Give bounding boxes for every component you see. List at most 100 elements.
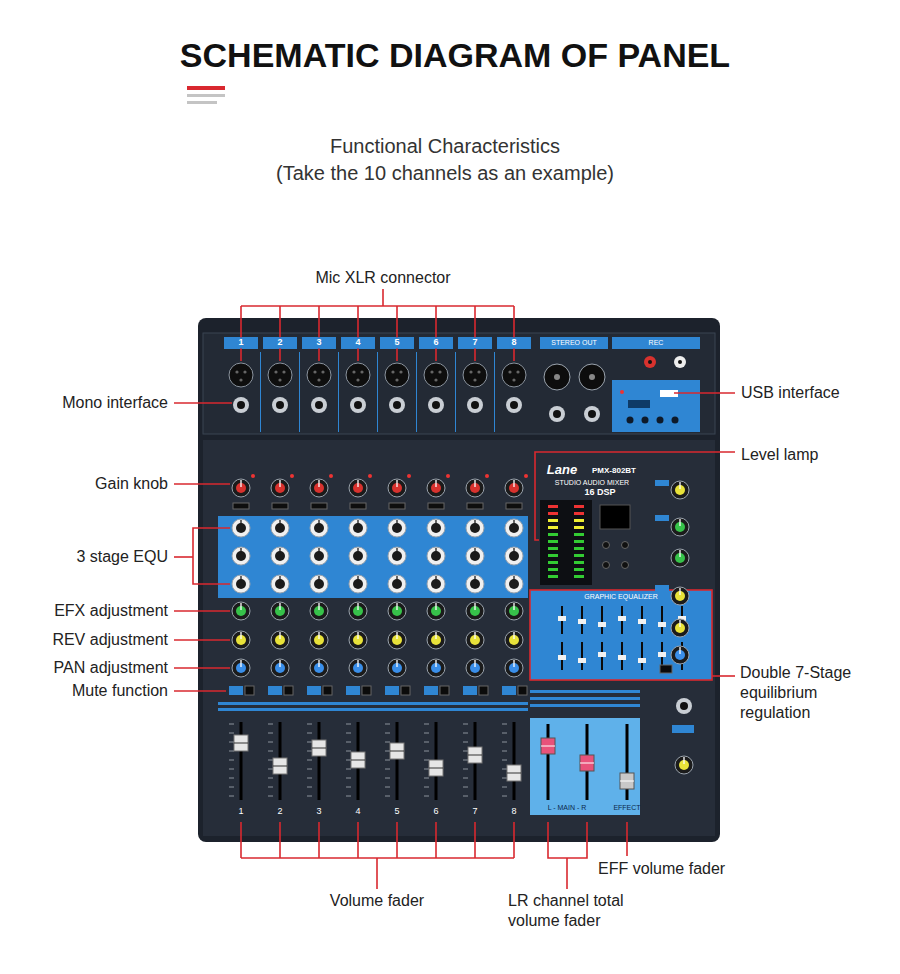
xlr-pin [282,370,285,373]
peak-led [524,474,528,478]
knob-body [427,519,445,537]
xlr-pin [430,370,433,373]
leader-line [174,690,226,692]
knob-pointer [318,548,319,555]
pfl-button [424,686,438,695]
fader-scale [385,724,390,725]
pfl-button [463,686,477,695]
channel-divider [416,352,417,432]
knob-body [232,547,250,565]
eq-slider-cap [658,622,666,627]
fader-scale [346,724,351,725]
callout-label: Mono interface [62,393,168,413]
xlr-pin [239,378,242,381]
channel-number: 4 [355,806,360,817]
callout-label: PAN adjustment [54,658,168,678]
channel-number: 7 [470,337,479,348]
knob-pointer [679,519,680,526]
brand-logo: Lane [547,462,577,478]
panel-label: 16 DSP [584,487,615,498]
mute-button [362,686,371,695]
knob-pointer [318,632,319,639]
fader-scale [307,751,312,752]
pfl-button [346,686,360,695]
knob-pointer [279,660,280,667]
leader-line [396,822,398,858]
knob-body [232,659,250,677]
knob-pointer [435,632,436,639]
knob-body [466,575,484,593]
channel-divider [260,352,261,432]
fader-scale [268,742,273,743]
eq-slider-cap [578,658,586,663]
knob-pointer [396,548,397,555]
peak-led [407,474,411,478]
fader-cap-line [429,768,443,769]
knob-body [310,547,328,565]
line-jack-hole [237,401,245,409]
knob-body [505,519,523,537]
knob-pointer [474,520,475,527]
fader-scale [385,760,390,761]
knob-pointer [474,480,475,487]
channel-tab [380,337,414,349]
usb-led [620,390,624,394]
knob-pointer [318,603,319,610]
knob-body [466,547,484,565]
fx-pfl-button [660,665,672,673]
xlr-pin [274,370,277,373]
knob-body [349,547,367,565]
knob-pointer [513,480,514,487]
channel-divider [494,352,495,432]
xlr-socket [502,363,526,387]
rca-jack [644,356,656,368]
fader-scale [346,769,351,770]
knob-pointer [513,632,514,639]
knob-body [675,756,693,774]
pfl-button [502,686,516,695]
knob-pointer [357,520,358,527]
xlr-socket [307,363,331,387]
channel-number: 2 [275,337,284,348]
xlr-pin [313,370,316,373]
knob-body [466,659,484,677]
fader-cap [390,743,404,759]
eq-slider-slot [601,606,603,634]
pad-button [233,503,249,509]
knob-pointer [513,520,514,527]
fader-scale [385,787,390,788]
xlr-socket [424,363,448,387]
usb-display [628,400,650,408]
knob-body [388,519,406,537]
fader-scale [268,787,273,788]
channel-number: 1 [238,806,243,817]
channel-number: 1 [236,337,245,348]
master-fader-cap [580,755,594,771]
leader-line [174,667,230,669]
channel-number: 3 [316,806,321,817]
headphone-jack [676,698,692,714]
eq-slider-slot [661,606,663,634]
stereo-out-tab [540,337,608,349]
fader-scale [307,769,312,770]
fader-scale [268,733,273,734]
xlr-pin [317,378,320,381]
knob-pointer [279,480,280,487]
pfl-button [229,686,243,695]
knob-body [232,479,250,497]
mute-button [401,686,410,695]
knob-pointer [435,480,436,487]
fader-scale [424,769,429,770]
player-button [657,417,664,424]
level-led [548,547,558,550]
knob-pointer [679,647,680,654]
fader-cap-line [507,773,521,774]
rca-jack [674,356,686,368]
fader-scale [502,760,507,761]
knob-pointer [435,660,436,667]
knob-body [349,519,367,537]
knob-pointer [357,603,358,610]
knob-pointer [474,576,475,583]
eq-section [218,516,528,598]
pad-button [506,503,522,509]
